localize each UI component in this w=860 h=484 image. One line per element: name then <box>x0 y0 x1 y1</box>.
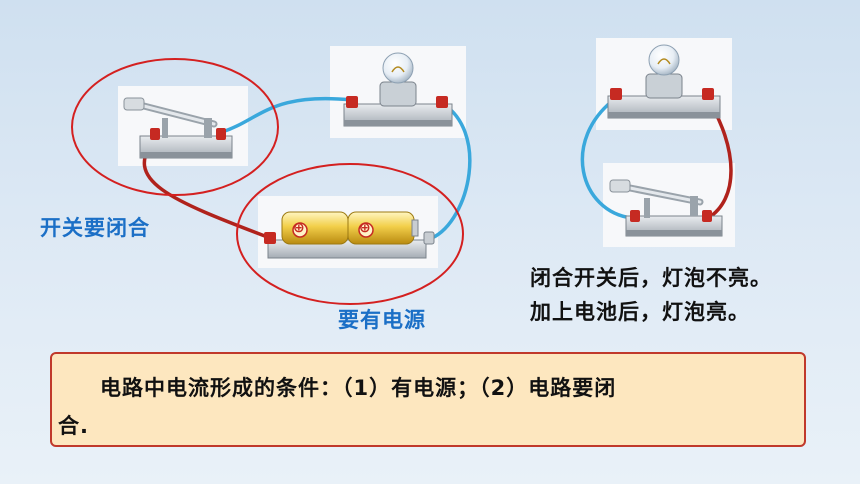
conclusion-line-1: 电路中电流形成的条件：（1）有电源；（2）电路要闭 <box>100 376 617 400</box>
observation-line-2: 加上电池后，灯泡亮。 <box>530 300 750 324</box>
wire-switch-to-bulb <box>221 96 353 134</box>
light-bulb-icon <box>343 52 453 127</box>
knife-switch-icon-right <box>609 179 723 237</box>
switch-closed-label: 开关要闭合 <box>40 216 150 240</box>
knife-switch-icon <box>123 97 233 159</box>
conclusion-box: 电路中电流形成的条件：（1）有电源；（2）电路要闭 合. <box>50 352 806 447</box>
wire-bulb-to-switch-blue <box>580 96 633 220</box>
battery-icon <box>264 211 435 259</box>
conclusion-line-2: 合. <box>58 414 89 438</box>
light-bulb-icon-right <box>607 44 721 119</box>
battery-plus-glyph-2: ⊕ <box>359 220 371 236</box>
battery-plus-glyph-1: ⊕ <box>293 220 305 236</box>
battery-highlight-ring <box>236 163 464 305</box>
switch-highlight-ring <box>71 58 279 196</box>
battery-plus-mark-1 <box>292 222 308 238</box>
battery-plus-mark-2 <box>358 222 374 238</box>
power-source-label: 要有电源 <box>338 308 426 332</box>
observation-line-1: 闭合开关后，灯泡不亮。 <box>530 266 772 290</box>
wire-bulb-to-battery <box>431 100 472 240</box>
